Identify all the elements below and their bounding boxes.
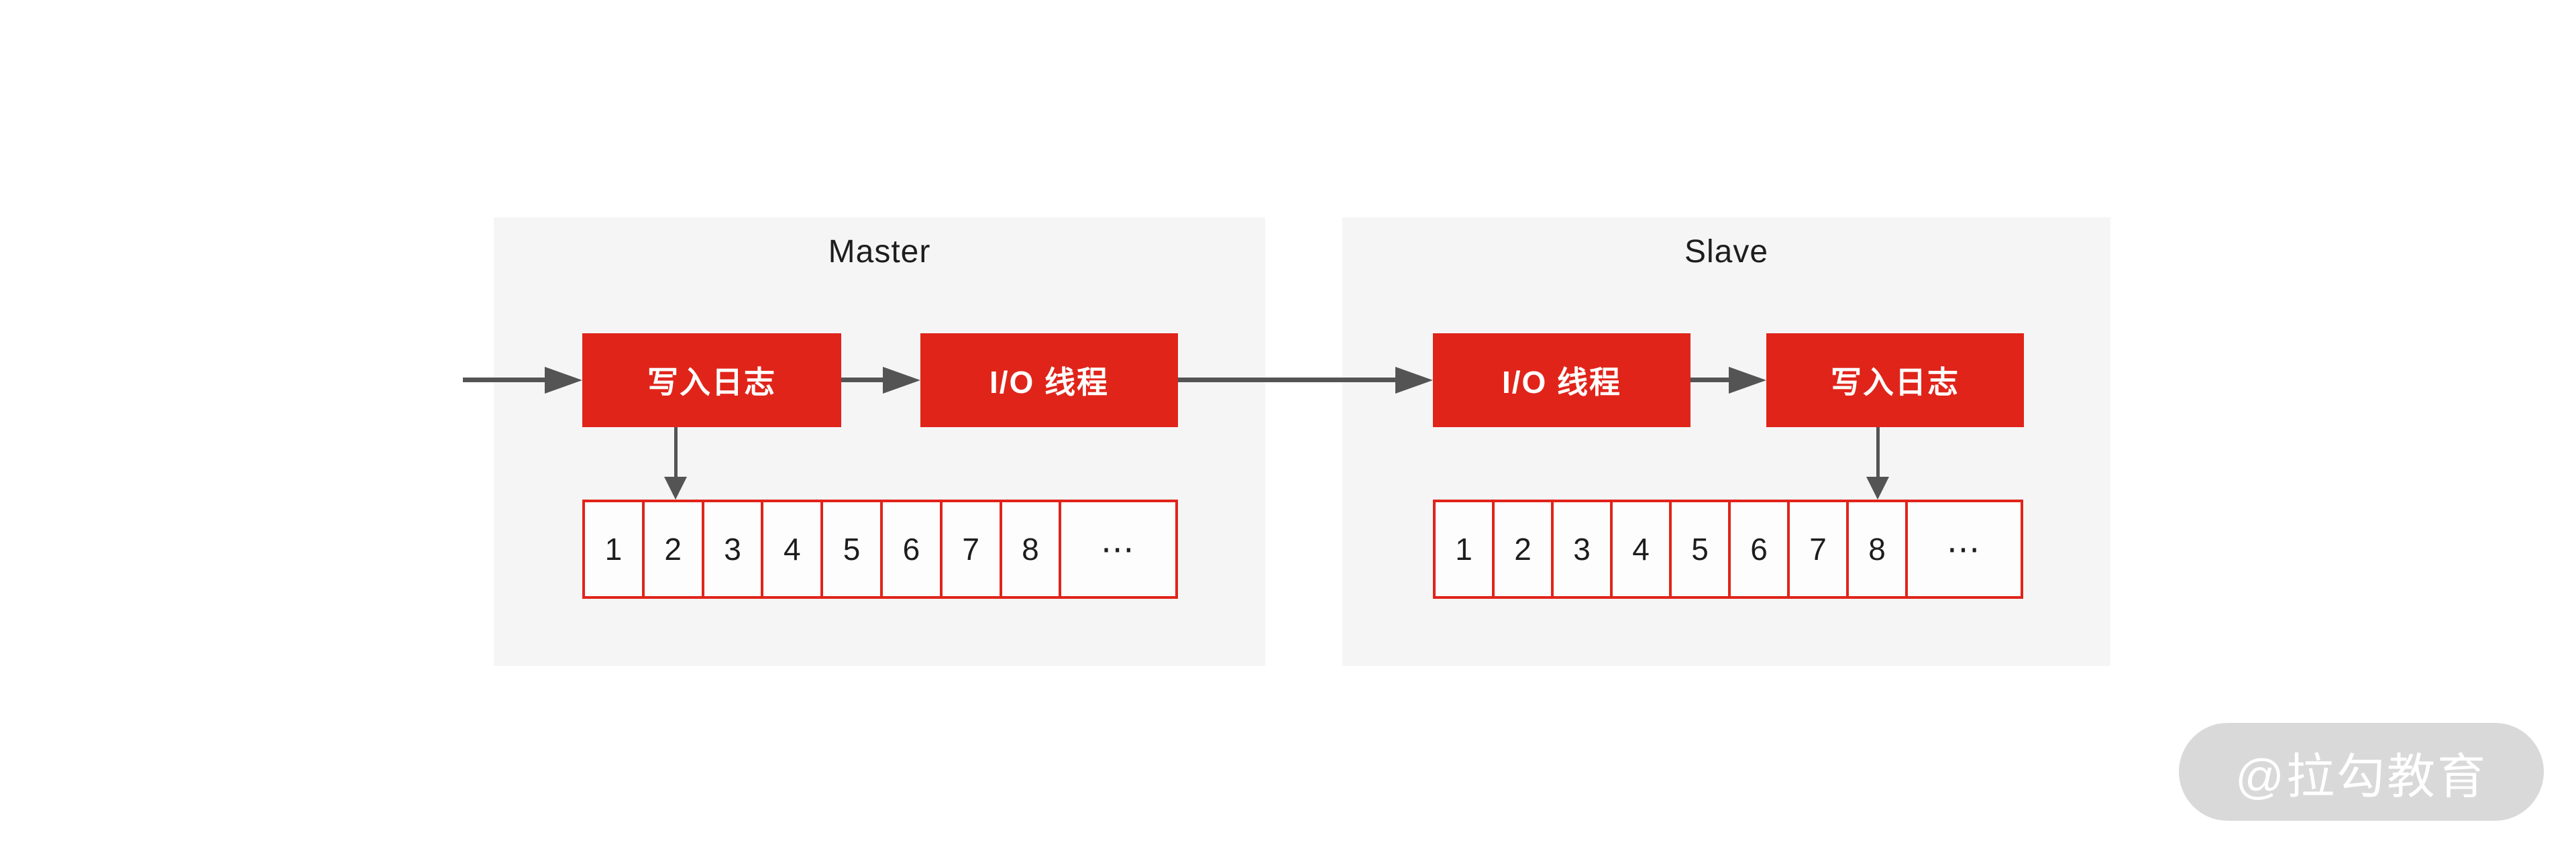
master-log-cells: 1 2 3 4 5 6 7 8 ⋯ bbox=[582, 500, 1178, 599]
slave-log-cells: 1 2 3 4 5 6 7 8 ⋯ bbox=[1433, 500, 2023, 599]
log-cell: 5 bbox=[820, 502, 880, 596]
log-cell: 3 bbox=[1551, 502, 1610, 596]
log-cell: 7 bbox=[1787, 502, 1846, 596]
watermark-badge: @拉勾教育 bbox=[2179, 723, 2544, 821]
log-cell: 8 bbox=[999, 502, 1059, 596]
log-cell: 8 bbox=[1846, 502, 1905, 596]
master-panel-title: Master bbox=[828, 234, 931, 270]
log-cell: 2 bbox=[1492, 502, 1551, 596]
node-master-io-thread: I/O 线程 bbox=[920, 333, 1178, 427]
node-slave-io-thread: I/O 线程 bbox=[1433, 333, 1690, 427]
log-cell: 2 bbox=[641, 502, 702, 596]
log-cell: 3 bbox=[701, 502, 761, 596]
log-cell: 4 bbox=[761, 502, 820, 596]
log-cell: 6 bbox=[1728, 502, 1787, 596]
log-cell: 5 bbox=[1669, 502, 1728, 596]
arrow-line bbox=[463, 378, 546, 382]
slave-panel-title: Slave bbox=[1684, 234, 1769, 270]
arrow-head-icon bbox=[883, 367, 920, 394]
watermark-text: @拉勾教育 bbox=[2235, 750, 2488, 804]
arrow-line bbox=[841, 378, 885, 382]
arrow-line bbox=[1876, 427, 1880, 478]
arrow-line bbox=[1178, 378, 1397, 382]
node-master-write-log: 写入日志 bbox=[582, 333, 841, 427]
log-cell: 1 bbox=[1455, 532, 1472, 567]
log-cell: 4 bbox=[1610, 502, 1669, 596]
arrow-head-icon bbox=[664, 477, 687, 500]
log-cell: 7 bbox=[939, 502, 1000, 596]
log-cell-ellipsis: ⋯ bbox=[1905, 502, 2021, 596]
log-cell: 6 bbox=[879, 502, 940, 596]
node-slave-write-log: 写入日志 bbox=[1766, 333, 2024, 427]
arrow-head-icon bbox=[1395, 367, 1433, 394]
arrow-line bbox=[1690, 378, 1730, 382]
arrow-head-icon bbox=[545, 367, 582, 394]
arrow-head-icon bbox=[1866, 477, 1889, 500]
arrow-line bbox=[674, 427, 678, 478]
log-cell: 1 bbox=[604, 532, 623, 567]
log-cell-ellipsis: ⋯ bbox=[1059, 502, 1175, 596]
arrow-head-icon bbox=[1729, 367, 1766, 394]
